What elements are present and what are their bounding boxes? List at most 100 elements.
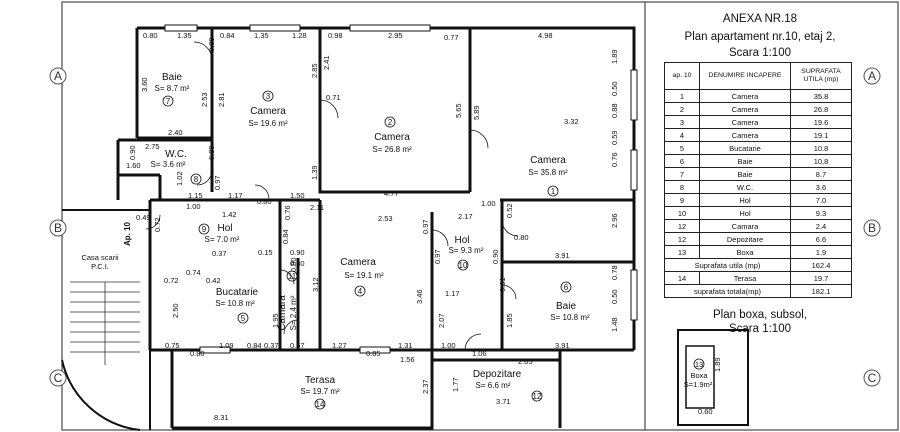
grid-label-b-left: B	[54, 221, 62, 235]
dim: 0.77	[444, 33, 459, 42]
room-name-depozitare: Depozitare	[473, 369, 522, 380]
grid-label-a-right: A	[868, 69, 876, 83]
legend-room: Hol	[699, 206, 791, 220]
room-name-baie-7: Baie	[162, 72, 182, 83]
legend-num: 7	[664, 167, 700, 181]
legend-room: Hol	[699, 193, 791, 207]
dim: 0.97	[433, 249, 442, 264]
legend-room: W.C.	[699, 180, 791, 194]
legend-total-label: suprafata totala(mp)	[664, 284, 791, 298]
room-area-camera-4: S= 19.1 m²	[344, 271, 384, 280]
box-dim-width: 0.60	[698, 407, 713, 416]
room-num-8: 8	[194, 175, 199, 184]
dim: 3.71	[496, 397, 511, 406]
room-num-12: 12	[533, 392, 542, 401]
dim: 0.71	[326, 93, 341, 102]
dim: 1.56	[400, 355, 415, 364]
dim: 0.42	[206, 276, 221, 285]
box-dim-height: 1.89	[713, 357, 722, 372]
room-area-hol-9: S= 7.0 m²	[205, 235, 240, 244]
dim: 0.75	[165, 341, 180, 350]
dim: 0.52	[505, 203, 514, 218]
box-plan-scale: Scara 1:100	[728, 323, 791, 335]
dim: 0.84	[281, 229, 290, 244]
room-area-camara: S= 2.4 m²	[289, 295, 298, 330]
dim: 0.80	[207, 37, 216, 52]
dim: 2.96	[610, 213, 619, 228]
dim: 2.50	[171, 303, 180, 318]
dim: 1.06	[472, 349, 487, 358]
room-num-11: 11	[288, 272, 297, 281]
legend-table: ap. 10 DENUMIRE INCAPERE SUPRAFATA UTILA…	[664, 62, 852, 298]
room-area-camera-3: S= 19.6 m²	[248, 119, 288, 128]
room-name-camera-3: Camera	[250, 106, 286, 117]
room-area-depozitare: S= 6.6 m²	[476, 381, 511, 390]
dim: 0.97	[421, 219, 430, 234]
legend-area: 8.7	[790, 167, 852, 181]
legend-util-value: 162.4	[790, 258, 852, 272]
dim: 2.53	[200, 92, 209, 107]
dim: 1.17	[445, 289, 460, 298]
legend-row: suprafata totala(mp)182.1	[664, 284, 852, 298]
dim: 2.37	[421, 379, 430, 394]
room-name-camara: Camara	[277, 295, 288, 331]
dim: 0.98	[328, 31, 343, 40]
room-name-hol-9: Hol	[217, 223, 232, 234]
legend-room: Depozitare	[699, 232, 791, 246]
legend-num: 1	[664, 89, 700, 103]
dim: 2.40	[168, 128, 183, 137]
dim: 1.31	[398, 341, 413, 350]
stair-tower: Casa scarii P.C.I. Ap. 10	[61, 209, 151, 431]
room-area-baie-6: S= 10.8 m²	[550, 313, 590, 322]
legend-header: SUPRAFATA UTILA (mp)	[790, 62, 852, 90]
legend-num: 2	[664, 102, 700, 116]
dim: 0.84	[220, 31, 235, 40]
sheet-border	[61, 1, 899, 431]
legend-area: 19.1	[790, 128, 852, 142]
dim: 1.48	[610, 317, 619, 332]
legend-num: 13	[664, 245, 700, 259]
stair-label-pci: P.C.I.	[91, 262, 109, 271]
dim: 3.91	[555, 341, 570, 350]
legend-room: Camera	[699, 102, 791, 116]
grid-label-c-left: C	[54, 371, 63, 385]
dim: 0.15	[258, 248, 273, 257]
room-area-terasa: S= 19.7 m²	[300, 387, 340, 396]
plan-scale: Scara 1:100	[728, 47, 791, 59]
room-name-camera-1: Camera	[530, 155, 566, 166]
legend-header-row: ap. 10 DENUMIRE INCAPERE SUPRAFATA UTILA…	[664, 62, 852, 90]
grid-label-a-left: A	[54, 69, 62, 83]
legend-room: Bucatarie	[699, 141, 791, 155]
room-num-9: 9	[202, 225, 207, 234]
dim: 0.80	[143, 31, 158, 40]
stair-label: Casa scarii	[81, 253, 118, 262]
dim: 0.88	[610, 103, 619, 118]
grid-label-b-right: B	[868, 221, 876, 235]
legend-room: Baie	[699, 154, 791, 168]
dim: 1.15	[188, 191, 203, 200]
dim: 1.42	[222, 210, 237, 219]
dim: 2.11	[310, 203, 324, 212]
doors	[145, 41, 519, 351]
dim: 0.80	[289, 257, 298, 272]
room-num-3: 3	[266, 92, 271, 101]
room-area-camera-1: S= 35.8 m²	[528, 168, 568, 177]
room-num-2: 2	[388, 118, 393, 127]
legend-area: 10.8	[790, 141, 852, 155]
dim: 1.02	[175, 171, 184, 186]
legend-room: Terasa	[699, 271, 791, 285]
dim: 0.76	[610, 152, 619, 167]
windows	[164, 24, 638, 354]
room-num-4: 4	[358, 287, 363, 296]
dim: 0.80	[207, 145, 216, 160]
legend-num: 6	[664, 154, 700, 168]
dim: 0.61	[498, 277, 507, 292]
dim: 0.72	[153, 217, 162, 232]
dim: 0.90	[290, 248, 305, 257]
legend-area: 9.3	[790, 206, 852, 220]
room-name-hol-10: Hol	[454, 235, 469, 246]
legend-area: 19.7	[790, 271, 852, 285]
legend-area: 2.4	[790, 219, 852, 233]
